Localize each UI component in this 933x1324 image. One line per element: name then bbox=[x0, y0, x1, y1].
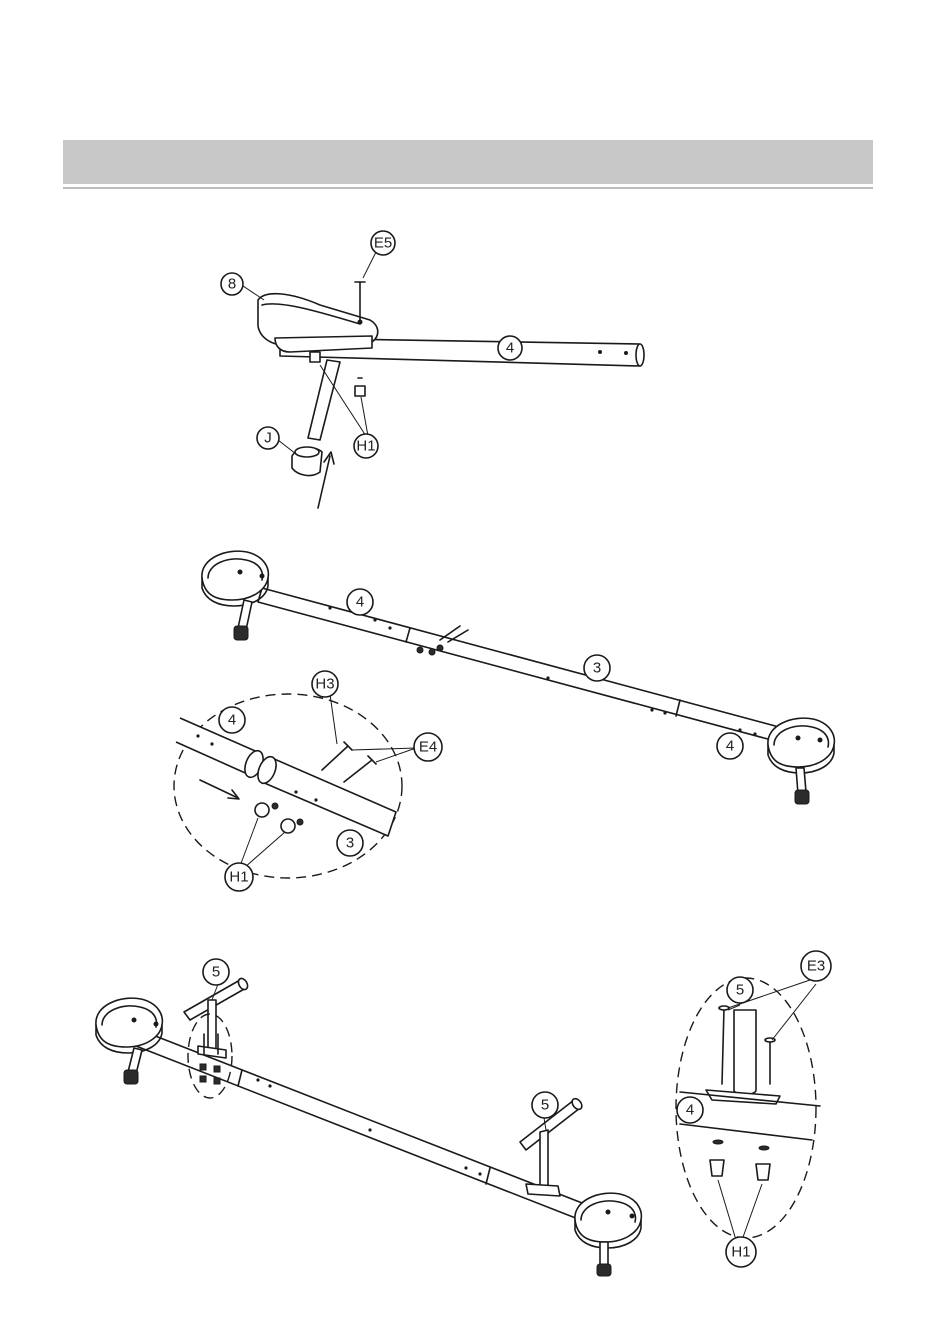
detail-handle-5 bbox=[734, 1010, 756, 1095]
label-step2-tube-center: 3 bbox=[593, 660, 601, 677]
step1-assembly: 8 E5 4 H1 J bbox=[221, 231, 644, 508]
label-step1-tube: 4 bbox=[506, 340, 514, 357]
detail-bolt-e3-left bbox=[722, 1008, 724, 1084]
label-detail-tube3: 3 bbox=[346, 835, 354, 852]
step2-tube bbox=[258, 588, 820, 752]
label-detail-tube4: 4 bbox=[228, 712, 236, 729]
label-step3-handle-right: 5 bbox=[541, 1097, 549, 1114]
label-step1-seat: 8 bbox=[228, 276, 236, 293]
step1-nut-right bbox=[355, 386, 365, 396]
label-step1-bolt: E5 bbox=[374, 235, 392, 252]
label-detail-bolt-e3: E3 bbox=[807, 958, 825, 975]
step2-assembly: 4 3 4 4 3 H3 E4 H1 bbox=[174, 551, 834, 891]
detail-nut-2 bbox=[281, 819, 295, 833]
label-detail-bolt-h3: H3 bbox=[315, 676, 334, 693]
label-step1-foot: J bbox=[264, 430, 272, 447]
label-detail-bolt-e4: E4 bbox=[419, 739, 437, 756]
label-step3-handle-left: 5 bbox=[212, 964, 220, 981]
step1-nut-left bbox=[310, 352, 320, 362]
step3-seat-right bbox=[575, 1193, 641, 1248]
detail-nut-h1-left bbox=[710, 1160, 724, 1176]
label-step1-nut: H1 bbox=[356, 438, 375, 455]
label-detail-handle: 5 bbox=[736, 982, 744, 999]
label-detail-nut-h1: H1 bbox=[229, 869, 248, 886]
detail-nut-1 bbox=[255, 803, 269, 817]
step3-tube bbox=[136, 1030, 600, 1226]
detail-bolt-e4 bbox=[344, 760, 372, 782]
detail-nut-h1-right bbox=[756, 1164, 770, 1180]
step3-assembly: 5 5 5 E3 4 H1 bbox=[96, 951, 831, 1276]
step2-seat-right bbox=[768, 718, 834, 773]
label-detail-nut: H1 bbox=[731, 1244, 750, 1261]
label-step2-tube-left: 4 bbox=[356, 594, 364, 611]
label-step2-tube-right: 4 bbox=[726, 738, 734, 755]
detail-bolt-h3 bbox=[322, 746, 348, 770]
label-detail-tube: 4 bbox=[686, 1102, 694, 1119]
